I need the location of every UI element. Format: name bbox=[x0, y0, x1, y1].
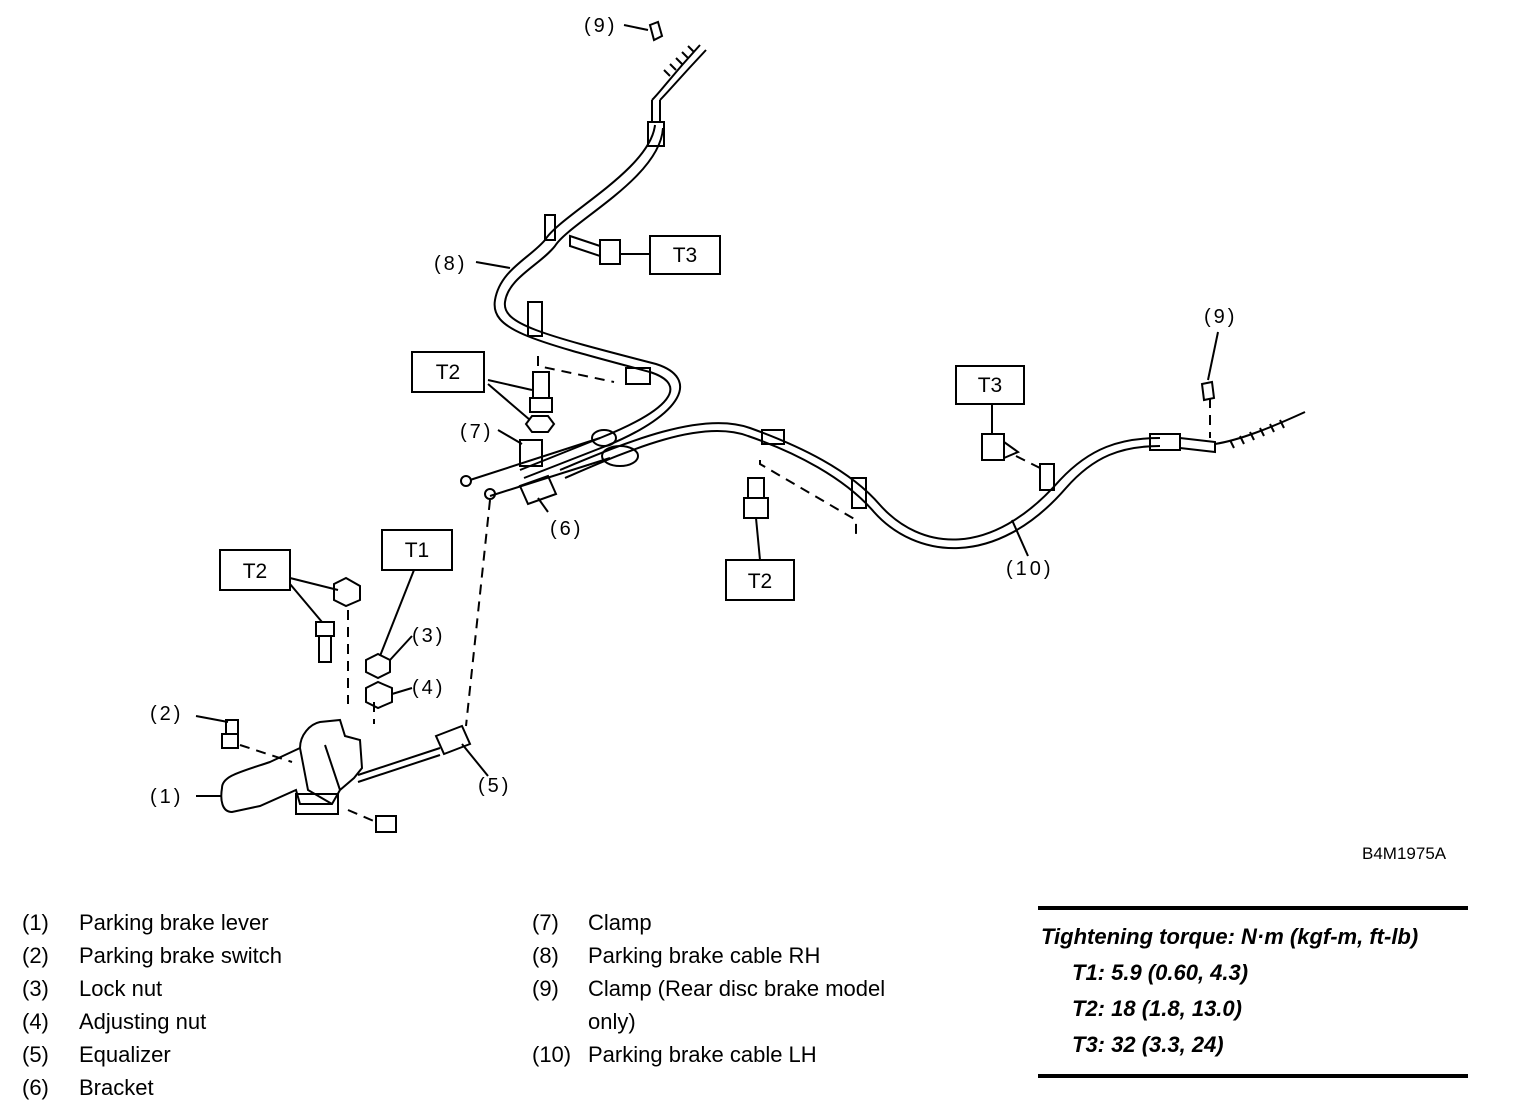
svg-text:T3: T3 bbox=[978, 374, 1003, 397]
torque-t2: T2: 18 (1.8, 13.0) bbox=[1072, 996, 1242, 1021]
t3-box-right: T3 bbox=[955, 365, 1025, 405]
parking-brake-exploded-diagram: T3 T2 T3 T2 T2 T1 (9) (8) (7) (6) (9) (1… bbox=[150, 15, 1306, 833]
t2-box-middle: T2 bbox=[725, 559, 795, 601]
svg-text:T2: T2 bbox=[748, 570, 773, 593]
legend-item: (9)Clamp (Rear disc brake model bbox=[532, 976, 886, 1001]
legend-item: (3)Lock nut bbox=[22, 976, 163, 1001]
legend-item: (8)Parking brake cable RH bbox=[532, 943, 821, 968]
figure-id: B4M1975A bbox=[1362, 844, 1447, 863]
parking-brake-lever bbox=[220, 718, 441, 815]
t3-bolt-upper bbox=[569, 234, 650, 265]
legend-item: (2)Parking brake switch bbox=[22, 943, 282, 968]
t2-bolt-lever bbox=[315, 576, 361, 663]
legend-left: (1)Parking brake lever (2)Parking brake … bbox=[22, 906, 502, 1104]
t3-box-upper: T3 bbox=[649, 235, 721, 275]
callout-10: (10) bbox=[1006, 558, 1054, 580]
equalizer-5 bbox=[434, 724, 472, 756]
svg-text:T2: T2 bbox=[436, 361, 461, 384]
legend-item: (7)Clamp bbox=[532, 910, 652, 935]
legend-item-cont: only) bbox=[588, 1009, 636, 1034]
callout-9-top: (9) bbox=[584, 15, 617, 37]
legend-item: (1)Parking brake lever bbox=[22, 910, 269, 935]
cable-rh bbox=[493, 124, 682, 479]
callout-5: (5) bbox=[478, 775, 511, 797]
bracket-6 bbox=[460, 474, 558, 506]
legend-item: (5)Equalizer bbox=[22, 1042, 171, 1067]
svg-text:T1: T1 bbox=[405, 539, 430, 562]
callout-numbers: (9) (8) (7) (6) (9) (10) (3) (4) (2) (1)… bbox=[150, 15, 1237, 808]
callout-9-right: (9) bbox=[1204, 306, 1237, 328]
cable-brackets bbox=[527, 214, 1055, 509]
cable-lh bbox=[559, 422, 1161, 549]
callout-6: (6) bbox=[550, 518, 583, 540]
torque-label-boxes: T3 T2 T3 T2 T2 T1 bbox=[219, 235, 1025, 601]
nuts-3-4 bbox=[365, 652, 393, 710]
svg-text:T2: T2 bbox=[243, 560, 268, 583]
t2-box-lower: T2 bbox=[219, 549, 291, 591]
torque-heading: Tightening torque: N·m (kgf-m, ft-lb) bbox=[1041, 924, 1419, 949]
t2-box-upper: T2 bbox=[411, 351, 485, 393]
torque-t3: T3: 32 (3.3, 24) bbox=[1072, 1032, 1224, 1057]
t2-bolt-upper bbox=[524, 371, 556, 433]
callout-4: (4) bbox=[412, 677, 445, 699]
rh-cable-end bbox=[647, 20, 707, 147]
t1-box: T1 bbox=[381, 529, 453, 571]
torque-spec-box: Tightening torque: N·m (kgf-m, ft-lb) T1… bbox=[1038, 906, 1468, 1078]
brake-switch-2 bbox=[221, 719, 239, 749]
callout-2: (2) bbox=[150, 703, 183, 725]
torque-t1: T1: 5.9 (0.60, 4.3) bbox=[1072, 960, 1249, 985]
callout-8: (8) bbox=[434, 253, 467, 275]
legend-item: (6)Bracket bbox=[22, 1075, 154, 1100]
legend-item: (4)Adjusting nut bbox=[22, 1009, 207, 1034]
callout-1: (1) bbox=[150, 786, 183, 808]
clamp-7 bbox=[469, 429, 639, 497]
t2-bolt-lower bbox=[743, 477, 769, 519]
callout-leaders bbox=[195, 24, 1219, 797]
legend-right: (7)Clamp (8)Parking brake cable RH (9)Cl… bbox=[532, 906, 962, 1071]
t3-bolt-right bbox=[981, 433, 1021, 461]
legend-item: (10)Parking brake cable LH bbox=[532, 1042, 817, 1067]
lh-cable-end bbox=[1149, 380, 1306, 454]
svg-text:T3: T3 bbox=[673, 244, 698, 267]
bottom-bolt bbox=[375, 815, 397, 833]
dashed-leaders bbox=[239, 356, 1211, 823]
callout-3: (3) bbox=[412, 625, 445, 647]
callout-7: (7) bbox=[460, 421, 493, 443]
